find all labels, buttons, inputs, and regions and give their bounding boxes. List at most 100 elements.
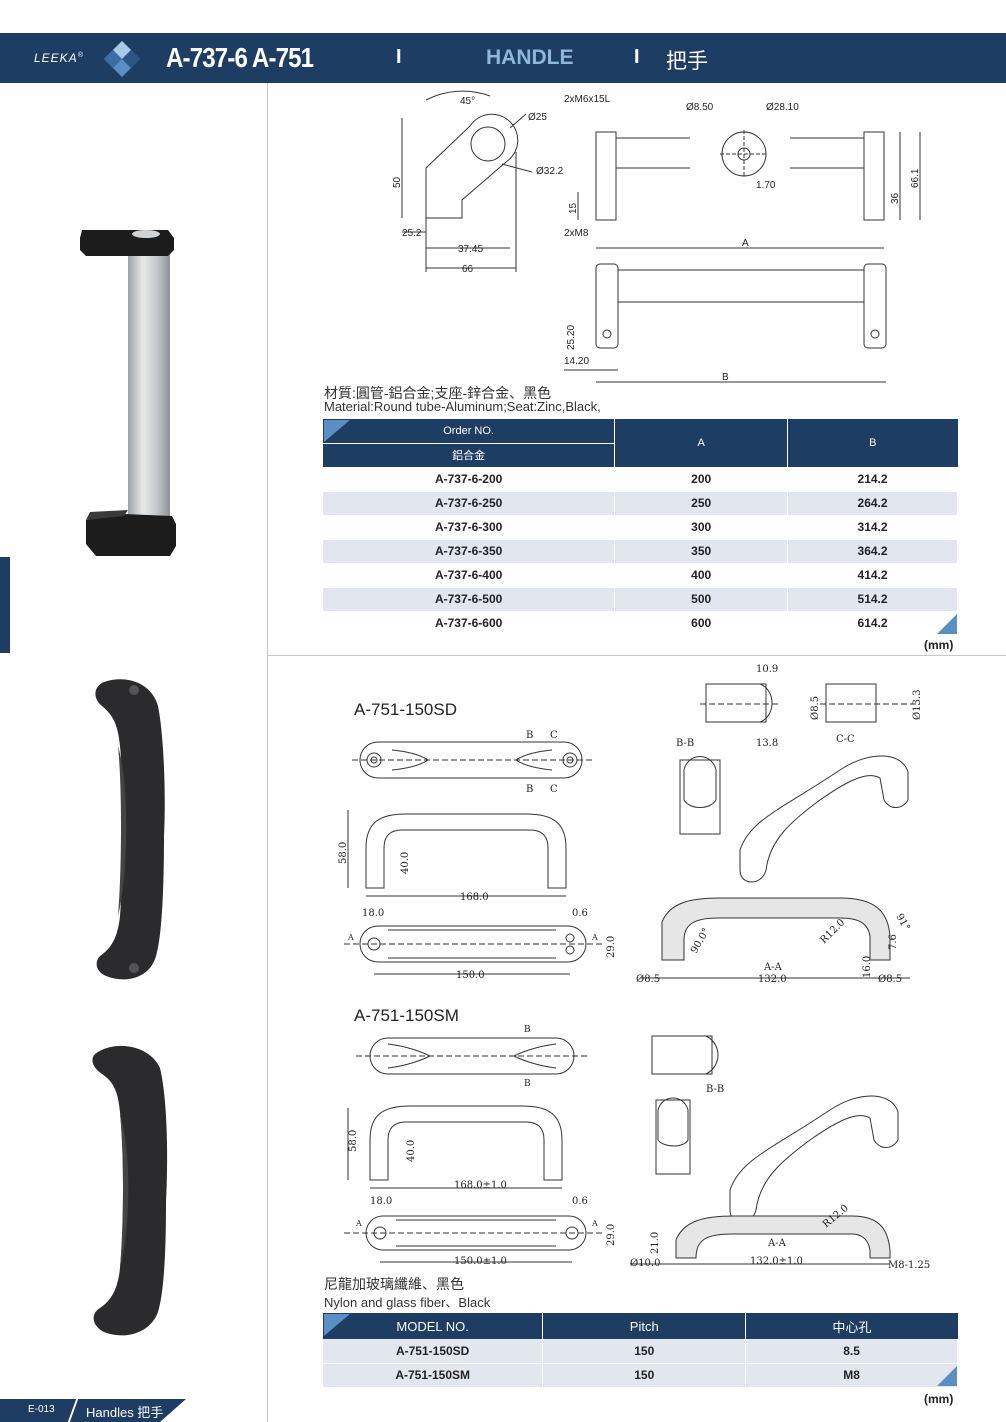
section-divider bbox=[268, 655, 1006, 656]
page-title: A-737-6 A-751 bbox=[166, 42, 314, 73]
nylon-handle-photo-sm bbox=[92, 1045, 168, 1336]
nylon-caption-en: Nylon and glass fiber、Black bbox=[324, 1295, 491, 1310]
model-label-sm: A-751-150SM bbox=[354, 1006, 459, 1025]
table-corner-triangle bbox=[937, 614, 957, 634]
svg-text:16.0: 16.0 bbox=[862, 956, 873, 978]
footer-category: Handles 把手 bbox=[86, 1405, 164, 1420]
unit-label: (mm) bbox=[924, 1392, 954, 1406]
svg-text:10.9: 10.9 bbox=[756, 664, 778, 675]
svg-text:Ø8.5: Ø8.5 bbox=[636, 974, 660, 985]
svg-text:168.0±1.0: 168.0±1.0 bbox=[454, 1180, 507, 1191]
svg-text:M8-1.25: M8-1.25 bbox=[888, 1260, 930, 1271]
drawing-sm-sections: B-B R12.0 21.0 Ø10.0 A-A 132.0±1.0 M8-1.… bbox=[630, 1035, 930, 1271]
header-separator: I bbox=[396, 46, 402, 68]
svg-text:168.0: 168.0 bbox=[460, 892, 489, 903]
svg-text:Ø25: Ø25 bbox=[528, 112, 547, 123]
svg-text:37.45: 37.45 bbox=[458, 244, 483, 255]
svg-text:Ø8.50: Ø8.50 bbox=[686, 102, 714, 113]
svg-text:Ø28.10: Ø28.10 bbox=[766, 102, 799, 113]
svg-text:2xM6x15L: 2xM6x15L bbox=[564, 94, 611, 105]
svg-text:14.20: 14.20 bbox=[564, 356, 589, 367]
col-header-pitch: Pitch bbox=[542, 1313, 747, 1339]
svg-text:15: 15 bbox=[568, 202, 579, 214]
svg-text:7.6: 7.6 bbox=[888, 934, 899, 950]
svg-text:90.0°: 90.0° bbox=[689, 926, 712, 955]
col-header-hole: 中心孔 bbox=[745, 1313, 958, 1339]
svg-text:66: 66 bbox=[462, 264, 474, 275]
header-bar: LEEKA® A-737-6 A-751 I HANDLE I 把手 bbox=[0, 33, 1006, 83]
svg-text:Ø13.3: Ø13.3 bbox=[912, 690, 923, 720]
svg-text:A: A bbox=[347, 933, 354, 942]
material-caption-cn: 材質:圓管-鋁合金;支座-鋅合金、黑色 bbox=[324, 385, 552, 401]
svg-text:1.70: 1.70 bbox=[756, 180, 776, 191]
side-accent-bar bbox=[0, 557, 10, 653]
svg-text:Ø32.2: Ø32.2 bbox=[536, 166, 564, 177]
drawing-a737-top: 25.20 14.20 B bbox=[564, 263, 887, 383]
svg-text:150.0±1.0: 150.0±1.0 bbox=[454, 1256, 507, 1267]
drawing-a737-front: 2xM6x15L Ø8.50 Ø28.10 1.70 15 2xM8 A 36 … bbox=[564, 94, 921, 249]
svg-text:B: B bbox=[526, 730, 533, 741]
svg-text:B: B bbox=[722, 372, 729, 383]
svg-text:132.0±1.0: 132.0±1.0 bbox=[750, 1256, 803, 1267]
svg-text:29.0: 29.0 bbox=[606, 1224, 617, 1246]
page-code: E-013 bbox=[28, 1404, 55, 1415]
table-corner-triangle bbox=[324, 1314, 350, 1336]
svg-text:58.0: 58.0 bbox=[338, 842, 349, 864]
col-header-model: MODEL NO. bbox=[323, 1313, 544, 1339]
svg-text:58.0: 58.0 bbox=[348, 1130, 359, 1152]
svg-text:A-A: A-A bbox=[767, 1238, 787, 1249]
svg-text:36: 36 bbox=[890, 192, 901, 204]
svg-text:Ø8.5: Ø8.5 bbox=[810, 696, 821, 720]
unit-label: (mm) bbox=[924, 638, 954, 652]
svg-text:A: A bbox=[742, 238, 749, 249]
aluminum-handle-photo bbox=[80, 230, 176, 556]
svg-text:R12.0: R12.0 bbox=[818, 917, 847, 946]
svg-text:C: C bbox=[550, 730, 558, 741]
col-header-aluminum: 鋁合金 bbox=[323, 442, 616, 467]
svg-text:18.0: 18.0 bbox=[362, 908, 384, 919]
svg-text:2xM8: 2xM8 bbox=[564, 228, 589, 239]
svg-text:150.0: 150.0 bbox=[456, 970, 485, 981]
svg-text:25.20: 25.20 bbox=[566, 325, 577, 350]
svg-text:A: A bbox=[591, 933, 598, 942]
svg-text:91°: 91° bbox=[893, 912, 911, 933]
svg-text:45°: 45° bbox=[460, 96, 475, 107]
drawing-sm-bottom: 18.0 0.6 A A 29.0 150.0±1.0 bbox=[344, 1196, 617, 1267]
svg-text:29.0: 29.0 bbox=[606, 936, 617, 958]
drawing-sm-front: 58.0 40.0 168.0±1.0 bbox=[347, 1105, 563, 1191]
svg-text:0.6: 0.6 bbox=[572, 908, 588, 919]
svg-text:B: B bbox=[526, 784, 533, 795]
section-title-cn: 把手 bbox=[666, 50, 708, 73]
col-header-b: B bbox=[787, 419, 958, 467]
col-header-a: A bbox=[614, 419, 789, 467]
drawing-sd-sections: 10.9 13.8 Ø8.5 Ø13.3 B-B C-C 90.0° R12.0… bbox=[636, 664, 923, 985]
table-corner-triangle bbox=[937, 1366, 957, 1386]
footer-tab bbox=[0, 1399, 186, 1422]
svg-text:B-B: B-B bbox=[706, 1084, 724, 1095]
drawing-sd-bottom: 18.0 0.6 A A 29.0 150.0 bbox=[344, 908, 617, 981]
svg-text:B-B: B-B bbox=[676, 738, 694, 749]
nylon-handle-photo-sd bbox=[95, 679, 165, 980]
table-corner-triangle bbox=[324, 420, 350, 442]
svg-text:Ø8.5: Ø8.5 bbox=[878, 974, 902, 985]
drawing-sm-top: B B bbox=[356, 1025, 588, 1089]
svg-text:132.0: 132.0 bbox=[758, 974, 787, 985]
svg-text:A-A: A-A bbox=[763, 962, 783, 973]
material-caption-en: Material:Round tube-Aluminum;Seat:Zinc,B… bbox=[324, 399, 601, 414]
svg-text:Ø10.0: Ø10.0 bbox=[630, 1258, 660, 1269]
svg-text:B: B bbox=[524, 1025, 531, 1035]
logo-diamond-icon bbox=[104, 41, 140, 77]
svg-text:18.0: 18.0 bbox=[370, 1196, 392, 1207]
model-label-sd: A-751-150SD bbox=[354, 700, 458, 719]
svg-text:13.8: 13.8 bbox=[756, 738, 778, 749]
nylon-caption-cn: 尼龍加玻璃纖維、黑色 bbox=[324, 1276, 464, 1292]
